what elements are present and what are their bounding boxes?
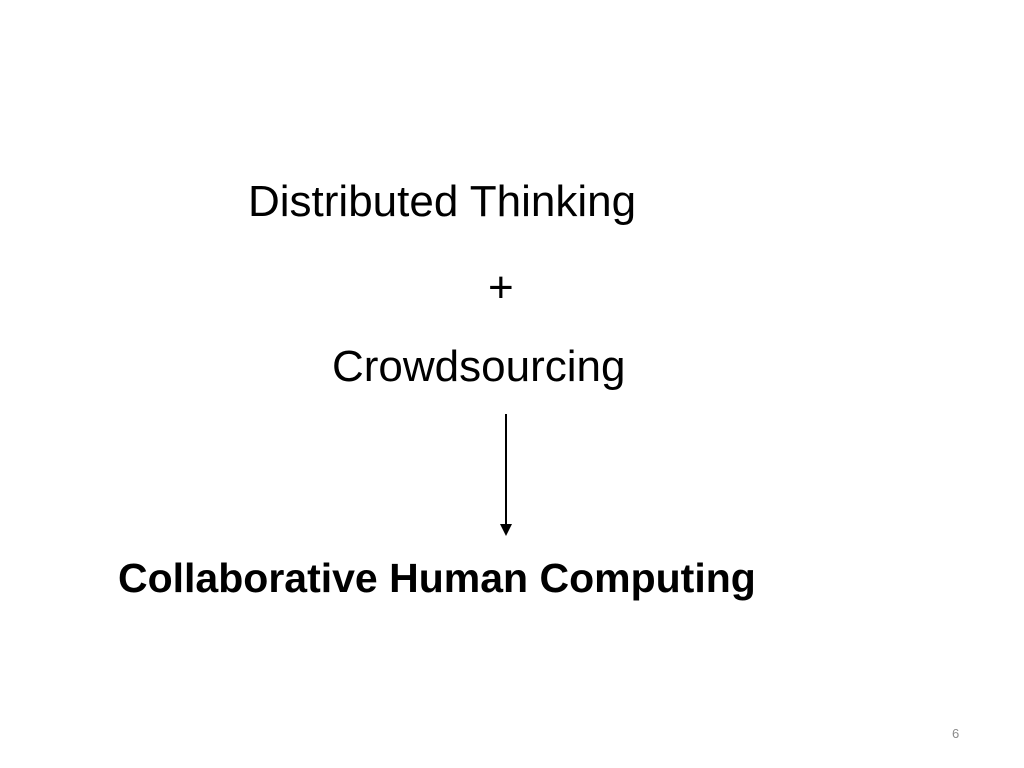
page-number: 6 — [952, 726, 960, 741]
line-distributed-thinking: Distributed Thinking — [248, 177, 637, 226]
plus-sign: + — [488, 263, 514, 312]
down-arrow-icon — [500, 414, 512, 536]
line-crowdsourcing: Crowdsourcing — [332, 342, 626, 391]
line-collaborative-human-computing: Collaborative Human Computing — [118, 555, 756, 601]
